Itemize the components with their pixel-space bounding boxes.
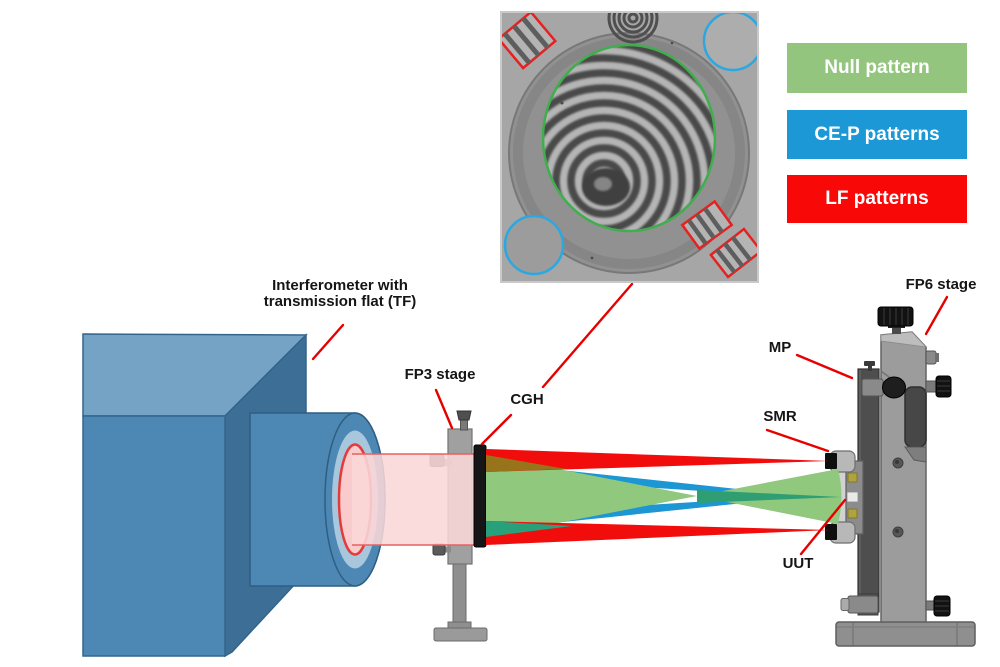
null-pattern-outline: [541, 43, 717, 233]
beam-null-converging: [486, 455, 697, 537]
leader-lines: [311, 282, 949, 556]
beam-overlap-lf-null: [486, 455, 566, 472]
null-fringe-field: [543, 45, 715, 231]
legend-cep-patterns: CE-P patterns: [787, 110, 967, 159]
label-interferometer: Interferometer with transmission flat (T…: [263, 277, 417, 310]
uut-assembly: [825, 450, 864, 544]
beam-overlap-cep-null: [486, 521, 572, 537]
side-pin: [925, 350, 937, 365]
leader-fp3: [434, 388, 454, 430]
beam-lf-lower: [486, 521, 830, 545]
beam-fan: [486, 449, 842, 545]
interferogram-photo: [496, 0, 764, 281]
legend-null-pattern: Null pattern: [787, 43, 967, 93]
cep-pattern-mark-bottom: [503, 214, 565, 276]
cgh-plate: [473, 444, 487, 548]
dust-specks: [560, 41, 704, 260]
leader-smr: [765, 428, 830, 453]
label-fp3-stage: FP3 stage: [404, 366, 476, 383]
leader-fp6: [924, 295, 949, 336]
label-cgh: CGH: [510, 391, 544, 408]
label-mp: MP: [768, 339, 792, 356]
source-beam: [352, 453, 475, 546]
column-handle-pocket: [904, 386, 927, 448]
beam-null-retrace: [697, 490, 841, 503]
bottom-lock-knob: [925, 595, 951, 617]
label-smr: SMR: [763, 408, 797, 425]
smr-target-top: [825, 453, 837, 469]
mp-bar: [840, 361, 906, 616]
fp6-stage-illustration: [825, 306, 976, 647]
leader-cgh: [480, 413, 513, 446]
interferogram-inset: [496, 0, 764, 283]
cep-pattern-mark-top: [702, 10, 764, 72]
beam-lf-upper: [486, 449, 830, 472]
lf-pattern-mark-topleft: [496, 10, 558, 70]
leader-inset: [541, 282, 634, 389]
leader-interferometer: [311, 323, 345, 361]
lf-pattern-mark-bottomright-2: [709, 227, 763, 279]
interferometer-illustration: [82, 333, 386, 658]
leader-mp: [795, 353, 854, 380]
top-adjust-knob: [877, 306, 914, 334]
lf-pattern-mark-bottomright-1: [680, 199, 734, 251]
smr-target-bottom: [825, 524, 837, 540]
label-uut: UUT: [782, 555, 814, 572]
leader-uut: [799, 498, 847, 556]
side-adjust-knob: [925, 375, 952, 398]
label-fp6-stage: FP6 stage: [905, 276, 977, 293]
legend-lf-patterns: LF patterns: [787, 175, 967, 223]
